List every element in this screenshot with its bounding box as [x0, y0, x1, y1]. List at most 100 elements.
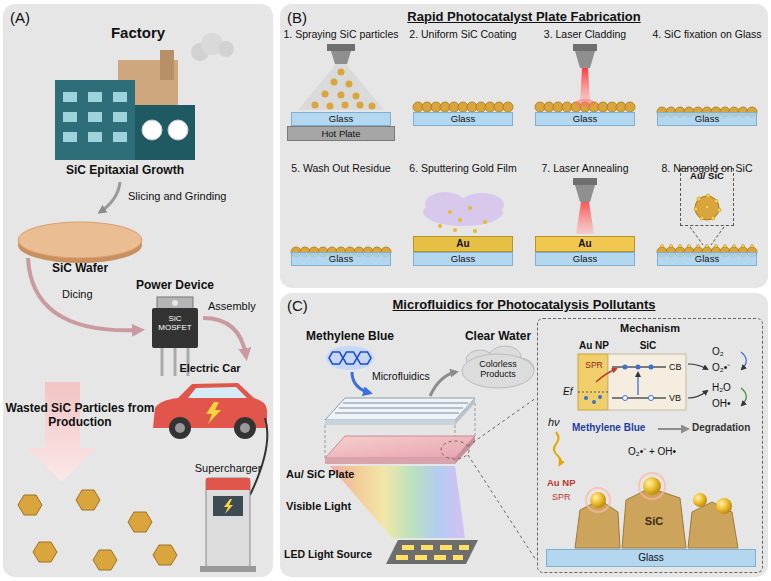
led-source [386, 540, 478, 564]
glass-slab: Glass [413, 112, 513, 126]
gold-dots [696, 244, 699, 247]
mosfet-symbol [174, 348, 177, 376]
hot-plate: Hot Plate [287, 126, 395, 141]
led-source [459, 545, 469, 550]
factory-illustration [55, 33, 234, 160]
factory-illustration [55, 80, 135, 160]
gold-dots [750, 244, 753, 247]
au-sic-particles [716, 498, 732, 514]
mosfet-symbol [152, 308, 198, 348]
microfluidic-device [455, 436, 475, 464]
node-text: SiC [640, 340, 657, 352]
band-diagram [598, 395, 602, 399]
zoom-line [441, 398, 536, 560]
part-label: SiC [645, 515, 663, 528]
species-label: O₂•⁻ + OH• [628, 446, 676, 458]
node-text: Glass [638, 552, 664, 564]
waste-arrow [28, 382, 96, 482]
supercharger [206, 478, 250, 568]
au-sic-particles [590, 477, 732, 514]
methylene-blue-molecule [357, 352, 371, 364]
methylene-blue-molecule [329, 352, 343, 364]
glass-slab: Glass [657, 112, 757, 126]
microfluidic-device [325, 398, 475, 420]
nanogold-inset [717, 208, 721, 212]
node-text: Glass [573, 114, 597, 125]
spray-nozzle [322, 91, 329, 98]
particle-layer [616, 102, 626, 112]
stage-label: SiC Wafer [52, 262, 108, 276]
node-text: Glass [573, 254, 597, 265]
nanogold-inset [706, 194, 710, 198]
methylene-blue-molecule [343, 352, 357, 364]
sic-particles [18, 490, 177, 570]
nanogold-inset [694, 207, 698, 211]
factory-illustration [63, 112, 77, 122]
led-source [453, 555, 463, 560]
microfluidic-device [335, 413, 459, 414]
step-label: 4. SiC fixation on Glass [652, 28, 761, 40]
methylene-blue-molecule [352, 372, 370, 393]
supercharger [213, 496, 243, 516]
step-label: 7. Laser Annealing [542, 162, 629, 174]
band-diagram [596, 369, 616, 382]
spray-nozzle [331, 51, 351, 64]
nanogold-inset [714, 199, 718, 203]
product-cloud [462, 346, 534, 388]
stage-label: Wasted SiC Particles from Production [5, 402, 155, 430]
gold-dots [714, 244, 717, 247]
gold-dots [723, 244, 726, 247]
mechanism-box: MechanismAu NPSPRSiCCBVBGlass [537, 318, 763, 573]
band-diagram [608, 354, 686, 410]
sputter-cloud [425, 192, 465, 216]
sic-wafer [18, 222, 142, 263]
microfluidic-device [475, 403, 476, 436]
electric-car [175, 423, 185, 433]
spray-nozzle [353, 93, 360, 100]
part-label: SPR [552, 492, 571, 502]
sputter-cloud [438, 206, 487, 233]
node-text: (B) [287, 9, 307, 26]
chip-marking: SiC MOSFET [154, 314, 196, 332]
factory-illustration [63, 132, 77, 142]
mosfet-symbol [161, 348, 164, 376]
methylene-blue-molecule [329, 352, 371, 364]
spray-nozzle [312, 69, 376, 110]
particle-layer [485, 102, 495, 112]
particle-layer [607, 102, 617, 112]
methylene-blue-molecule [326, 346, 374, 393]
spray-nozzle [338, 69, 345, 76]
band-diagram [584, 396, 588, 400]
glass-slab: Glass [535, 112, 635, 126]
gold-dots [687, 244, 690, 247]
supercharger [200, 566, 256, 572]
spray-nozzle [312, 102, 319, 109]
laser-head [575, 51, 595, 68]
process-arrow [100, 182, 120, 212]
nanogold-inset [697, 197, 701, 201]
glass-slab: Glass [546, 549, 756, 567]
node-text: Hot Plate [321, 128, 360, 139]
sic-particles [33, 542, 57, 562]
species-label: OH• [712, 398, 731, 410]
particle-layer [449, 102, 459, 112]
band-diagram [649, 396, 654, 401]
node-text: Glass [329, 114, 353, 125]
particle-layer [440, 102, 450, 112]
glass-slab: Glass [657, 252, 757, 266]
supercharger [200, 478, 256, 572]
laser-head [575, 185, 595, 202]
electric-car [153, 383, 267, 495]
stage-label: Electric Car [179, 362, 240, 375]
electric-car [188, 387, 247, 398]
band-diagram [688, 364, 707, 369]
nanogold-inset [705, 205, 709, 209]
au-sic-particles [575, 488, 738, 548]
process-label: Degradation [692, 422, 750, 434]
process-label: Microfluidics [372, 370, 430, 382]
process-label: Assembly [208, 300, 256, 313]
node-text: SPR [585, 361, 602, 371]
node-text: (C) [287, 297, 308, 314]
spray-nozzle [327, 103, 334, 110]
sic-particles [76, 490, 100, 510]
